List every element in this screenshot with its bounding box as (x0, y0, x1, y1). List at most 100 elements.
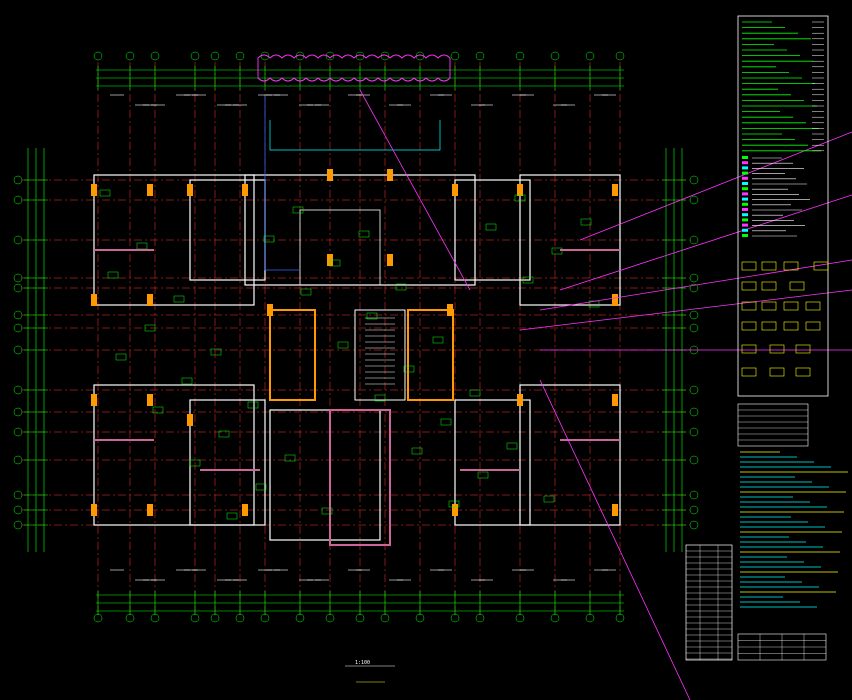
column (147, 504, 153, 516)
fixture (374, 394, 386, 402)
axis-bubble-bottom (585, 613, 595, 623)
axis-bubble-bottom (150, 613, 160, 623)
legend-swatch (742, 208, 748, 211)
legend-symbol (795, 367, 811, 377)
axis-bubble-top (450, 51, 460, 61)
stair (354, 309, 406, 401)
axis-bubble-left (13, 455, 23, 465)
legend-symbol (761, 321, 777, 331)
legend-swatch (742, 218, 748, 222)
axis-bubble-left (13, 273, 23, 283)
fixture (543, 495, 555, 503)
axis-bubble-top (93, 51, 103, 61)
legend-symbol (789, 281, 805, 291)
general-notes-block (737, 403, 848, 608)
legend-symbol (783, 261, 799, 271)
fixture (99, 189, 111, 197)
axis-bubble-bottom (515, 613, 525, 623)
legend-symbol (741, 301, 757, 311)
axis-bubble-bottom (550, 613, 560, 623)
axis-bubble-left (13, 490, 23, 500)
legend-swatch (742, 166, 748, 170)
axis-bubble-bottom (295, 613, 305, 623)
axis-bubble-right (689, 427, 699, 437)
fixture (411, 447, 423, 455)
axis-bubble-bottom (260, 613, 270, 623)
fixture (226, 512, 238, 520)
axis-bubble-bottom (355, 613, 365, 623)
plan-title-block: 1:100 (345, 660, 395, 683)
column (387, 169, 393, 181)
axis-bubble-left (13, 195, 23, 205)
legend-symbol (741, 281, 757, 291)
elevator-core-2 (407, 309, 454, 401)
column (612, 294, 618, 306)
bottom-right-table (737, 633, 827, 661)
axis-bubble-top (325, 51, 335, 61)
legend-swatch (742, 192, 748, 196)
legend-symbol (761, 281, 777, 291)
fixture (292, 206, 304, 214)
column (517, 394, 523, 406)
column (187, 184, 193, 196)
legend-symbol (813, 261, 829, 271)
fixture (522, 276, 534, 284)
legend-symbol (769, 344, 785, 354)
legend-symbol (805, 301, 821, 311)
column (612, 394, 618, 406)
axis-bubble-top (210, 51, 220, 61)
legend-swatch (742, 182, 748, 185)
fixture (485, 223, 497, 231)
fixture (358, 230, 370, 238)
axis-bubble-left (13, 283, 23, 293)
axis-bubble-right (689, 323, 699, 333)
revision-cloud (257, 54, 451, 82)
axis-bubble-left (13, 385, 23, 395)
column (242, 504, 248, 516)
fixture (300, 288, 312, 296)
legend-swatch (742, 234, 748, 237)
fixture (181, 377, 193, 385)
legend-symbol (761, 301, 777, 311)
axis-bubble-bottom (450, 613, 460, 623)
column (91, 504, 97, 516)
axis-bubble-right (689, 490, 699, 500)
legend-swatch (742, 228, 748, 232)
dimension-lines (24, 66, 686, 615)
fixture (136, 242, 148, 250)
unit-outline (519, 384, 621, 526)
fixture (432, 336, 444, 344)
column (452, 504, 458, 516)
fixture (514, 194, 526, 202)
axis-bubble-top (150, 51, 160, 61)
unit-outline (93, 384, 255, 526)
central-room (299, 209, 381, 286)
fixture (395, 283, 407, 291)
unit-outline (93, 174, 255, 306)
axis-bubble-left (13, 310, 23, 320)
axis-bubble-top (235, 51, 245, 61)
axis-bubble-top (550, 51, 560, 61)
axis-bubble-left (13, 520, 23, 530)
lower-core (269, 409, 381, 541)
axis-bubble-bottom (615, 613, 625, 623)
axis-bubble-right (689, 273, 699, 283)
fixture (506, 442, 518, 450)
column (147, 184, 153, 196)
fixture (189, 459, 201, 467)
legend-symbol (741, 261, 757, 271)
top-link (269, 120, 441, 151)
axis-bubble-right (689, 235, 699, 245)
fixture (321, 507, 333, 515)
legend-swatch (742, 223, 748, 227)
column (327, 169, 333, 181)
fixture (247, 401, 259, 409)
axis-bubble-bottom (415, 613, 425, 623)
axis-bubble-top (515, 51, 525, 61)
plan-title: 1:100 (355, 660, 370, 666)
lower-core-wall (329, 409, 391, 546)
column (267, 304, 273, 316)
legend-symbol (783, 301, 799, 311)
axis-bubble-bottom (325, 613, 335, 623)
axis-bubble-right (689, 407, 699, 417)
